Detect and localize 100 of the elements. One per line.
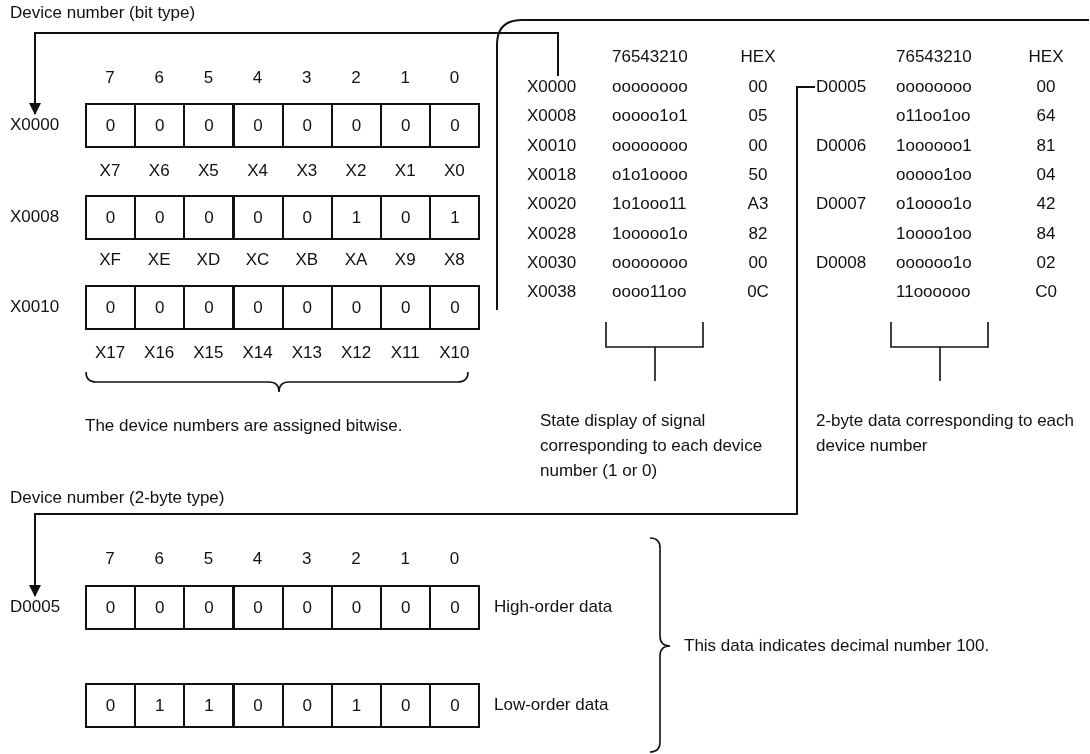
device-number: XE bbox=[147, 249, 171, 271]
bit-number: 3 bbox=[302, 548, 312, 570]
note-text: The device numbers are assigned bitwise. bbox=[85, 415, 403, 437]
bit-pattern: o1oooo1o bbox=[896, 193, 972, 216]
bit-cell: 0 bbox=[331, 585, 382, 630]
bit-cell: 0 bbox=[134, 285, 186, 330]
hex-value: 50 bbox=[748, 163, 768, 186]
column-header: HEX bbox=[1028, 46, 1064, 68]
bit-pattern: oooooo1o bbox=[896, 251, 972, 274]
bit-pattern: o11oo1oo bbox=[896, 105, 971, 128]
hex-value: 84 bbox=[1036, 222, 1056, 245]
device-number: X0008 bbox=[10, 206, 60, 228]
bit-pattern: 11oooooo bbox=[896, 281, 971, 304]
device-number: X0020 bbox=[527, 193, 577, 216]
bit-pattern: oooooooo bbox=[896, 76, 972, 98]
bit-cell: 0 bbox=[281, 683, 333, 728]
device-number: X12 bbox=[340, 342, 372, 364]
bit-cell: 0 bbox=[380, 103, 432, 148]
column-header: 76543210 bbox=[896, 46, 972, 68]
device-number: X9 bbox=[394, 249, 416, 271]
hex-value: 0C bbox=[747, 281, 769, 304]
bit-cell: 0 bbox=[281, 285, 333, 330]
device-number: X0018 bbox=[527, 163, 577, 186]
device-number: D0008 bbox=[816, 251, 867, 274]
bit-cell: 0 bbox=[183, 103, 235, 148]
device-number: D0005 bbox=[816, 76, 867, 98]
bit-cell: 0 bbox=[232, 195, 284, 240]
bit-cell: 0 bbox=[85, 103, 136, 148]
bit-number: 5 bbox=[203, 67, 214, 89]
bit-cell: 1 bbox=[134, 683, 186, 728]
device-number: X1 bbox=[394, 160, 416, 182]
device-number: X14 bbox=[242, 342, 273, 364]
device-number: X0010 bbox=[527, 134, 577, 157]
bit-number: 1 bbox=[400, 67, 410, 89]
hex-value: 82 bbox=[748, 222, 768, 245]
hex-value: 05 bbox=[748, 105, 768, 128]
bit-cell: 1 bbox=[331, 195, 382, 240]
device-number: X16 bbox=[144, 342, 175, 364]
bit-cell: 1 bbox=[331, 683, 382, 728]
bit-cell: 0 bbox=[331, 285, 382, 330]
bit-number: 2 bbox=[351, 67, 361, 89]
bit-cell: 0 bbox=[183, 195, 235, 240]
hex-value: 00 bbox=[748, 76, 768, 98]
device-number: X0 bbox=[444, 160, 465, 182]
device-number: X6 bbox=[148, 160, 170, 182]
bit-number: 0 bbox=[449, 67, 460, 89]
bit-cell: 0 bbox=[85, 683, 136, 728]
device-number: X0028 bbox=[527, 222, 577, 245]
bit-pattern: ooooo1o1 bbox=[612, 105, 688, 128]
device-number: XF bbox=[99, 249, 121, 271]
hex-value: 00 bbox=[748, 134, 768, 157]
note-text: High-order data bbox=[494, 596, 613, 618]
bit-cell: 0 bbox=[232, 285, 284, 330]
hex-value: 64 bbox=[1036, 105, 1056, 128]
arrow bbox=[29, 32, 559, 115]
device-number: X0000 bbox=[10, 114, 60, 136]
bit-cell: 0 bbox=[134, 195, 186, 240]
device-number: D0005 bbox=[10, 596, 61, 618]
bit-pattern: 1ooooo1o bbox=[612, 222, 688, 245]
device-number: X10 bbox=[439, 342, 470, 364]
device-number: X0008 bbox=[527, 105, 577, 128]
note-text: Low-order data bbox=[494, 694, 609, 716]
bit-number: 4 bbox=[252, 67, 263, 89]
bit-cell: 0 bbox=[183, 585, 235, 630]
device-number: X0010 bbox=[10, 296, 60, 318]
device-number: XA bbox=[344, 249, 368, 271]
device-number: D0007 bbox=[816, 193, 867, 216]
bit-cell: 0 bbox=[232, 103, 284, 148]
bit-cell: 0 bbox=[429, 285, 481, 330]
bit-pattern: oooo11oo bbox=[612, 281, 687, 304]
device-number: X15 bbox=[193, 342, 224, 364]
bit-number: 3 bbox=[302, 67, 312, 89]
hex-value: 00 bbox=[1036, 76, 1056, 98]
device-number: X0030 bbox=[527, 251, 577, 274]
device-number: X0038 bbox=[527, 281, 577, 304]
bit-number: 7 bbox=[105, 548, 115, 570]
bit-pattern: ooooo1oo bbox=[896, 163, 972, 186]
bit-number: 1 bbox=[400, 548, 410, 570]
bit-cell: 0 bbox=[429, 585, 481, 630]
bit-number: 6 bbox=[154, 67, 164, 89]
device-number: X13 bbox=[291, 342, 322, 364]
column-header: HEX bbox=[740, 46, 776, 68]
device-number: X17 bbox=[94, 342, 126, 364]
device-number: X2 bbox=[345, 160, 367, 182]
note-text: State display of signal corresponding to each device number (1 or 0) bbox=[540, 409, 764, 482]
bit-cell: 0 bbox=[85, 285, 136, 330]
bit-number: 4 bbox=[252, 548, 263, 570]
hex-value: A3 bbox=[747, 193, 769, 216]
bit-number: 7 bbox=[105, 67, 115, 89]
bit-pattern: 1o1ooo11 bbox=[612, 193, 687, 216]
bit-number: 0 bbox=[449, 548, 460, 570]
bit-cell: 0 bbox=[85, 585, 136, 630]
bit-number: 6 bbox=[154, 548, 164, 570]
hex-value: 42 bbox=[1036, 193, 1056, 216]
bit-cell: 0 bbox=[281, 585, 333, 630]
device-number: X4 bbox=[247, 160, 268, 182]
device-number: X3 bbox=[296, 160, 318, 182]
bit-cell: 0 bbox=[380, 683, 432, 728]
device-number: XD bbox=[196, 249, 221, 271]
bit-cell: 0 bbox=[85, 195, 136, 240]
